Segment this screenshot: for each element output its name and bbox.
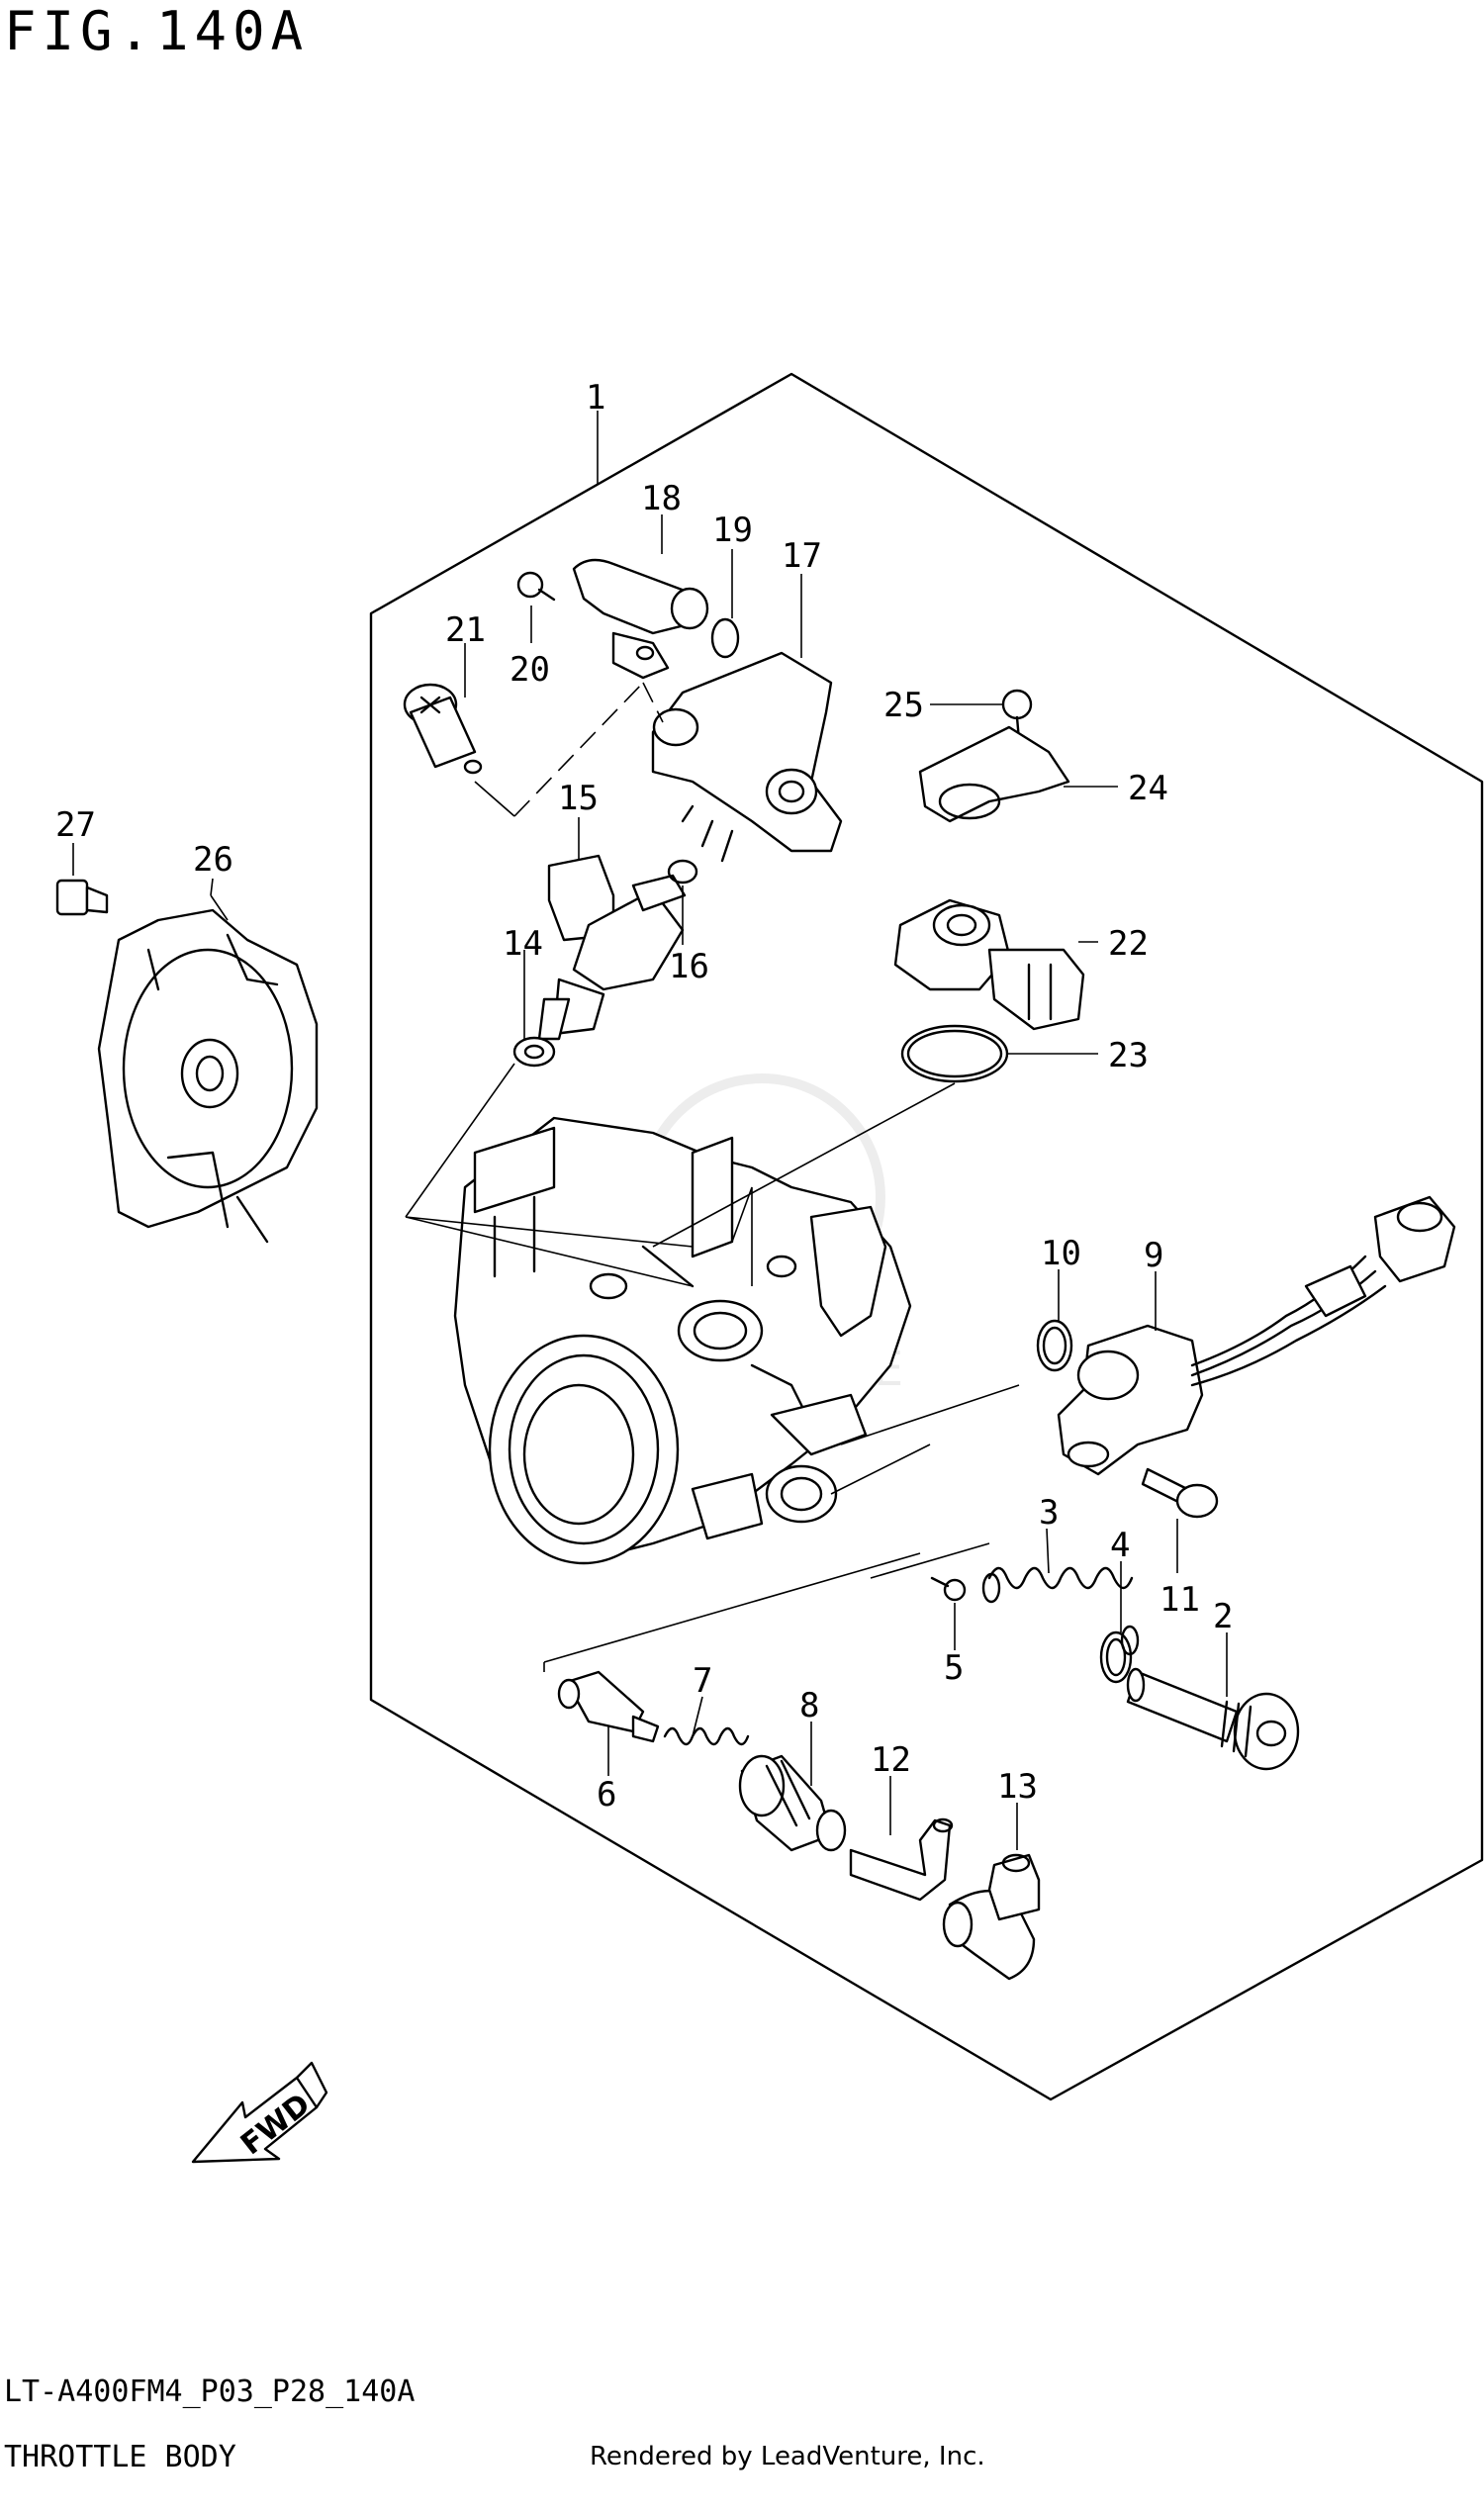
callout-18: 18: [641, 479, 682, 518]
fwd-arrow-icon: FWD: [191, 2061, 328, 2164]
part-20-screw: [516, 571, 556, 602]
part-26-cover: [97, 908, 319, 1244]
part-27-bolt: [55, 879, 109, 916]
part-14-collar: [512, 1036, 556, 1068]
part-21-sensor: [403, 683, 483, 775]
render-credit: Rendered by LeadVenture, Inc.: [590, 2442, 985, 2471]
part-8-valve: [738, 1754, 847, 1852]
leader-lines: [72, 411, 1228, 1850]
callout-15: 15: [558, 779, 599, 818]
callout-25: 25: [883, 686, 924, 725]
callout-24: 24: [1128, 769, 1168, 808]
callout-numbers: 1 2 3 4 5 6 7 8 9 10 11 12 13 14 15 16 1…: [55, 378, 1233, 1815]
callout-19: 19: [712, 511, 753, 550]
callout-14: 14: [503, 924, 543, 964]
callout-7: 7: [693, 1661, 712, 1701]
part-11-screw: [1141, 1467, 1219, 1519]
callout-20: 20: [510, 650, 550, 690]
figure-title: FIG.140A: [4, 0, 310, 62]
part-3-spring: [981, 1566, 1140, 1656]
callout-23: 23: [1108, 1036, 1149, 1075]
callout-12: 12: [871, 1740, 911, 1780]
callout-6: 6: [597, 1775, 616, 1815]
part-2-adjuster-screw: [1126, 1667, 1300, 1771]
part-4-o-ring: [1099, 1630, 1133, 1684]
part-10-o-ring: [1036, 1319, 1073, 1372]
callout-2: 2: [1213, 1597, 1233, 1636]
part-22-sensor: [893, 898, 1085, 1031]
callout-8: 8: [799, 1686, 819, 1725]
callout-16: 16: [669, 947, 709, 986]
callout-4: 4: [1110, 1526, 1130, 1565]
part-18-holder: [572, 558, 709, 680]
part-13-elbow: [942, 1853, 1041, 1981]
part-5-screw: [930, 1576, 967, 1602]
part-12-hose: [849, 1817, 954, 1902]
callout-13: 13: [997, 1767, 1038, 1807]
part-9-sensor: [1057, 1195, 1456, 1476]
part-17-plate: [651, 651, 843, 863]
part-23-o-ring: [900, 1024, 1009, 1083]
callout-9: 9: [1144, 1236, 1163, 1275]
assembly-boundary: [369, 372, 1484, 2101]
callout-22: 22: [1108, 924, 1149, 964]
part-19-o-ring: [710, 617, 740, 659]
callout-21: 21: [445, 610, 486, 650]
part-7-spring: [663, 1726, 750, 1746]
callout-3: 3: [1039, 1493, 1059, 1533]
callout-1: 1: [586, 378, 605, 418]
callout-17: 17: [782, 536, 822, 576]
callout-11: 11: [1159, 1580, 1200, 1620]
callout-26: 26: [193, 840, 233, 880]
throttle-body: [453, 1116, 912, 1565]
section-name: THROTTLE BODY: [4, 2440, 236, 2474]
part-15-injector: [537, 854, 687, 1041]
callout-5: 5: [944, 1648, 964, 1688]
part-6-plunger: [557, 1670, 660, 1743]
model-code: LT-A400FM4_P03_P28_140A: [4, 2375, 416, 2409]
callout-10: 10: [1041, 1234, 1081, 1273]
part-16-o-ring: [667, 859, 698, 885]
part-24-bracket: [918, 725, 1070, 823]
callout-27: 27: [55, 805, 96, 845]
